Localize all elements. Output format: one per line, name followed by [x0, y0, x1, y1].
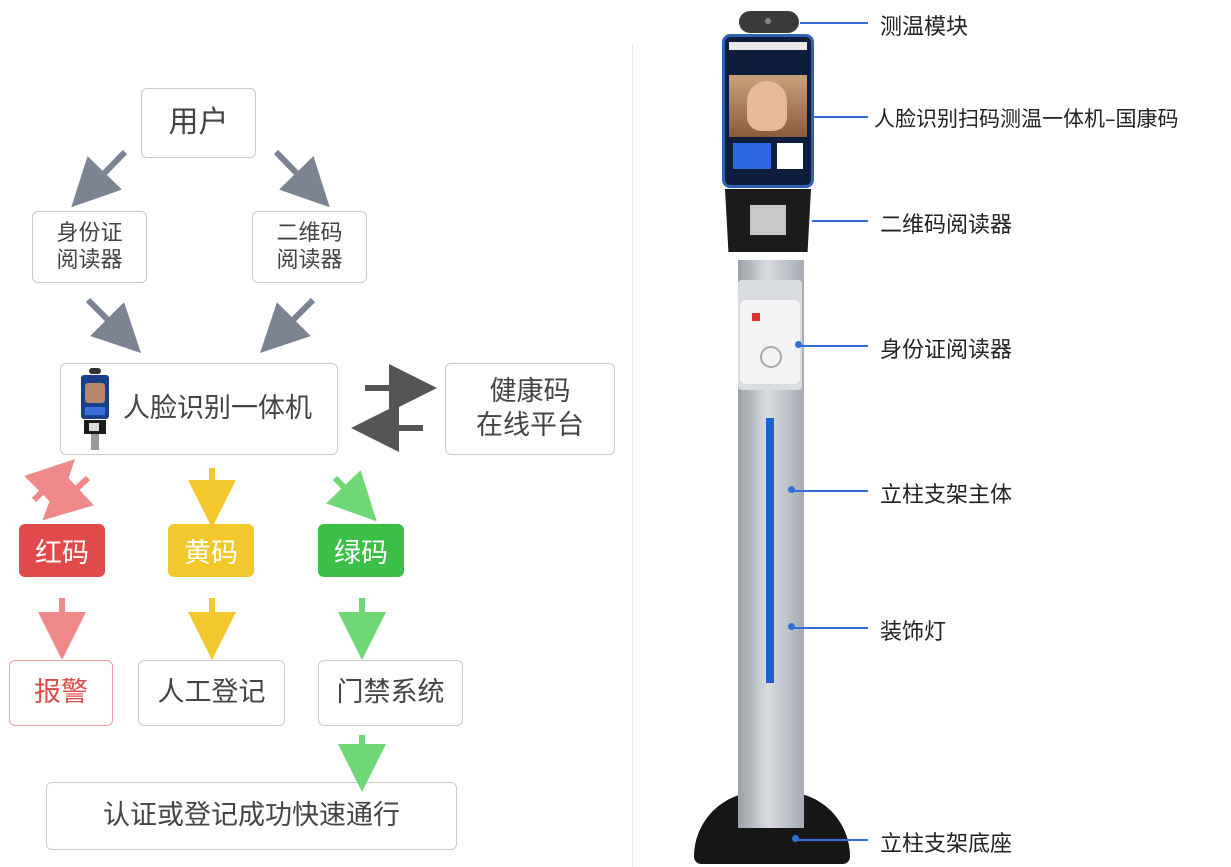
alarm-node: 报警 [9, 660, 113, 726]
label-pillar-body: 立柱支架主体 [880, 483, 1013, 508]
callout-line-face [813, 116, 868, 118]
qr-reader-line2: 阅读器 [276, 248, 343, 273]
arrow-user-to-id [71, 149, 128, 208]
face-machine-label: 人脸识别一体机 [123, 393, 312, 425]
callout-dot-pillar [788, 486, 795, 493]
access-system-label: 门禁系统 [336, 677, 445, 709]
label-temp-module: 测温模块 [880, 15, 969, 40]
manual-register-node: 人工登记 [138, 660, 285, 726]
callout-line-pillar [793, 490, 868, 492]
qr-reader-line1: 二维码 [276, 220, 343, 246]
red-code-badge: 红码 [19, 524, 105, 577]
pass-label: 认证或登记成功快速通行 [103, 800, 400, 832]
yellow-code-label: 黄码 [184, 538, 238, 569]
callout-dot-id [795, 341, 802, 348]
alarm-label: 报警 [34, 677, 88, 709]
callout-line-id [800, 345, 868, 347]
manual-register-label: 人工登记 [157, 677, 266, 709]
red-code-label: 红码 [35, 538, 89, 569]
yellow-code-badge: 黄码 [168, 524, 254, 577]
green-code-badge: 绿码 [318, 524, 404, 577]
flow-arrows [24, 149, 437, 792]
arrow-qr-to-machine [260, 297, 316, 353]
callout-dot-base [792, 835, 799, 842]
callout-line-light [793, 627, 868, 629]
label-decor-light: 装饰灯 [880, 620, 947, 645]
pass-node: 认证或登记成功快速通行 [46, 782, 457, 850]
user-label: 用户 [168, 105, 229, 141]
arrow-id-to-machine [85, 297, 141, 353]
arrow-machine-to-green [326, 470, 377, 522]
callout-line-qr [812, 220, 868, 222]
id-reader-node: 身份证 阅读器 [32, 211, 147, 283]
arrow-red-to-machine [24, 459, 75, 510]
health-platform-line2: 在线平台 [476, 410, 584, 441]
divider [632, 45, 633, 867]
callout-line-base [797, 839, 868, 841]
label-id-reader: 身份证阅读器 [880, 338, 1013, 363]
label-face-scan-machine: 人脸识别扫码测温一体机–国康码 [874, 107, 1179, 131]
callout-line-temp [800, 22, 868, 24]
arrow-machine-to-red [42, 470, 94, 521]
label-pillar-base: 立柱支架底座 [880, 832, 1013, 857]
face-machine-node: 人脸识别一体机 [60, 363, 338, 455]
green-code-label: 绿码 [334, 538, 388, 569]
access-system-node: 门禁系统 [318, 660, 463, 726]
callout-dot-light [788, 623, 795, 630]
user-node: 用户 [141, 88, 256, 158]
decor-light [766, 418, 774, 683]
id-reader-line2: 阅读器 [56, 248, 123, 273]
health-platform-line1: 健康码 [489, 376, 571, 408]
arrow-user-to-qr [273, 149, 330, 208]
qr-reader-node: 二维码 阅读器 [252, 211, 367, 283]
label-qr-reader: 二维码阅读器 [880, 213, 1013, 238]
face-machine-icon [75, 368, 115, 450]
health-platform-node: 健康码 在线平台 [445, 363, 615, 455]
id-reader-line1: 身份证 [56, 220, 123, 246]
face-scan-tablet [722, 34, 814, 188]
